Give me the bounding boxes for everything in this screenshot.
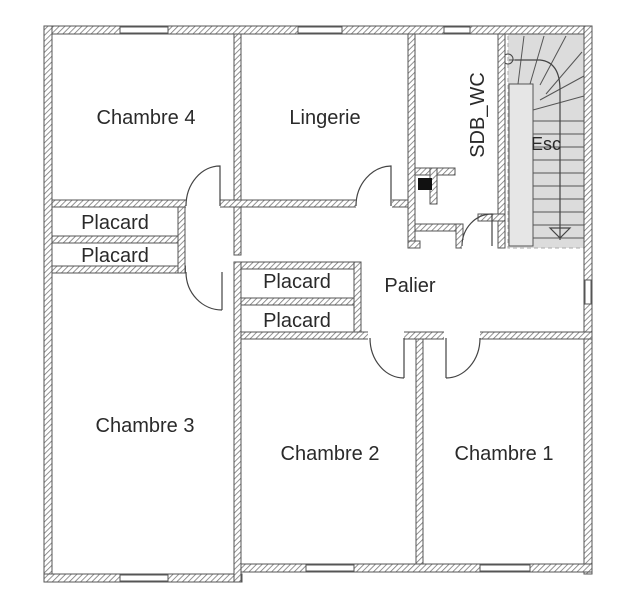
room-label-chambre4: Chambre 4 xyxy=(97,107,196,129)
room-label-placard-4: Placard xyxy=(263,310,331,332)
staircase xyxy=(502,33,585,249)
room-label-chambre2: Chambre 2 xyxy=(281,443,380,465)
room-label-placard-1: Placard xyxy=(81,212,149,234)
room-label-lingerie: Lingerie xyxy=(289,107,360,129)
interior-walls xyxy=(51,33,593,583)
room-label-chambre1: Chambre 1 xyxy=(455,443,554,465)
room-label-esc: Esc xyxy=(531,134,561,154)
room-label-chambre3: Chambre 3 xyxy=(96,415,195,437)
windows xyxy=(119,26,592,582)
room-label-palier: Palier xyxy=(384,275,435,297)
room-label-sdb-wc: SDB_WC xyxy=(467,72,489,158)
room-label-placard-3: Placard xyxy=(263,271,331,293)
doors xyxy=(185,165,493,379)
room-label-placard-2: Placard xyxy=(81,245,149,267)
